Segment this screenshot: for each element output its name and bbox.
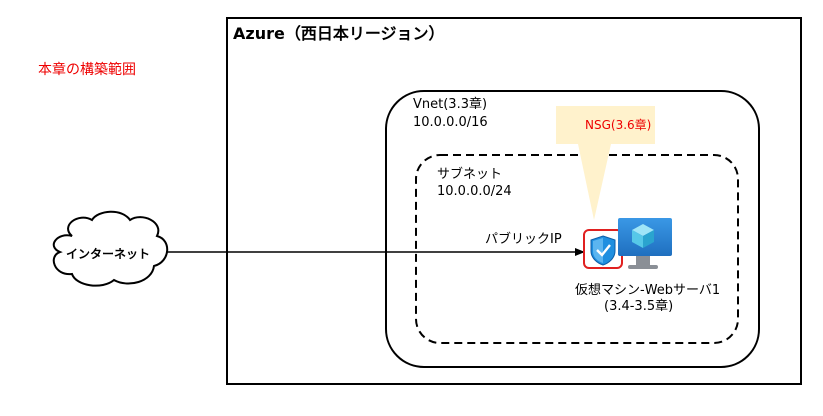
public-ip-label: パブリックIP [485,232,562,247]
internet-label: インターネット [66,247,151,261]
internet-cloud [52,210,169,287]
virtual-machine-icon [618,218,672,269]
vnet-name-label: Vnet(3.3章) [413,97,488,112]
subnet-cidr-label: 10.0.0.0/24 [437,184,512,199]
azure-region-label: Azure（西日本リージョン） [233,24,445,43]
nsg-label: NSG(3.6章) [585,118,652,132]
nsg-callout [556,106,655,220]
subnet-box [415,154,739,344]
subnet-name-label: サブネット [437,167,503,182]
vm-name-label: 仮想マシン-Webサーバ1 [575,283,721,298]
vnet-cidr-label: 10.0.0.0/16 [413,115,488,130]
chapter-scope-label: 本章の構築範囲 [38,62,136,78]
vnet-box [385,90,760,368]
vm-chapter-label: (3.4-3.5章) [604,299,674,314]
